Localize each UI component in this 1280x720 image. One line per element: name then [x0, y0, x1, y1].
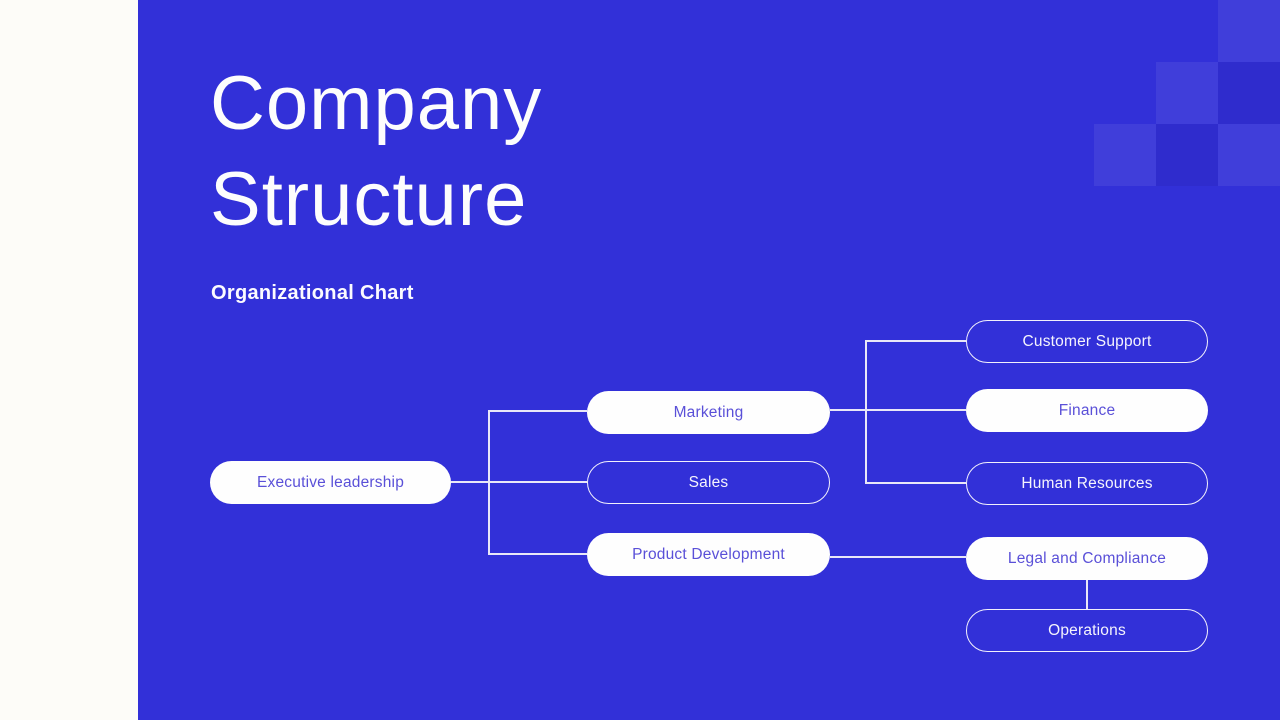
connector-to-product	[488, 553, 587, 555]
node-human-resources: Human Resources	[966, 462, 1208, 505]
node-sales: Sales	[587, 461, 830, 504]
slide-title-line2: Structure	[210, 157, 528, 242]
deco-square	[1156, 124, 1218, 186]
connector-left-vertical	[488, 411, 490, 555]
node-executive-leadership: Executive leadership	[210, 461, 451, 504]
node-marketing: Marketing	[587, 391, 830, 434]
connector-to-human-resources	[865, 482, 966, 484]
connector-right-vertical	[865, 340, 867, 484]
connector-to-marketing	[488, 410, 587, 412]
node-customer-support: Customer Support	[966, 320, 1208, 363]
blue-background-panel	[138, 0, 1280, 720]
connector-to-customer-support	[865, 340, 966, 342]
deco-square	[1094, 124, 1156, 186]
slide-title: Company Structure	[210, 56, 542, 248]
node-product-development: Product Development	[587, 533, 830, 576]
connector-marketing-to-finance	[830, 409, 966, 411]
deco-square	[1156, 62, 1218, 124]
connector-exec-to-branch	[451, 481, 587, 483]
connector-legal-to-operations	[1086, 579, 1088, 610]
slide-title-line1: Company	[210, 61, 543, 146]
slide-subtitle: Organizational Chart	[211, 282, 414, 304]
node-finance: Finance	[966, 389, 1208, 432]
connector-product-to-legal	[830, 556, 966, 558]
node-operations: Operations	[966, 609, 1208, 652]
deco-square	[1218, 124, 1280, 186]
deco-square	[1218, 0, 1280, 62]
node-legal-and-compliance: Legal and Compliance	[966, 537, 1208, 580]
deco-square	[1218, 62, 1280, 124]
